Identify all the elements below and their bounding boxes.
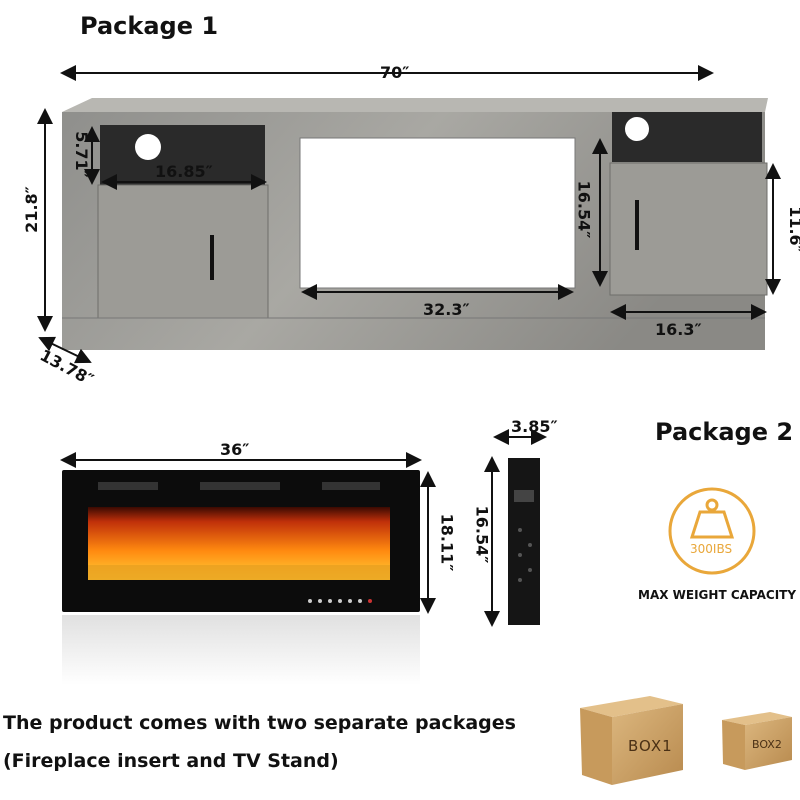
shelf-height-label: 5.71″ bbox=[71, 131, 91, 178]
weight-icon bbox=[668, 487, 756, 575]
width-label: 70″ bbox=[380, 63, 410, 82]
right-door-height-label: 11.6″ bbox=[785, 206, 800, 253]
center-height-label: 16.54″ bbox=[574, 180, 594, 239]
left-cabinet-width-label: 16.85″ bbox=[155, 162, 213, 181]
bracket-height-label: 16.54″ bbox=[472, 505, 492, 564]
package2-title: Package 2 bbox=[655, 418, 794, 446]
insert-height-label: 18.11″ bbox=[437, 513, 457, 572]
height-label: 21.8″ bbox=[21, 186, 41, 233]
center-width-label: 32.3″ bbox=[423, 300, 470, 319]
right-cabinet-width-label: 16.3″ bbox=[655, 320, 702, 339]
box2-image bbox=[722, 712, 792, 770]
note-line1: The product comes with two separate pack… bbox=[3, 712, 516, 734]
bracket-depth-label: 3.85″ bbox=[511, 417, 558, 436]
weight-value: 300IBS bbox=[690, 542, 733, 556]
insert-width-label: 36″ bbox=[220, 440, 250, 459]
box2-label: BOX2 bbox=[752, 738, 782, 751]
wall-bracket bbox=[508, 458, 540, 625]
package1-title: Package 1 bbox=[80, 12, 219, 40]
weight-caption: MAX WEIGHT CAPACITY bbox=[638, 588, 797, 602]
box1-image bbox=[580, 696, 683, 785]
box1-label: BOX1 bbox=[628, 737, 673, 755]
note-line2: (Fireplace insert and TV Stand) bbox=[3, 750, 339, 772]
fireplace-insert bbox=[62, 470, 420, 685]
